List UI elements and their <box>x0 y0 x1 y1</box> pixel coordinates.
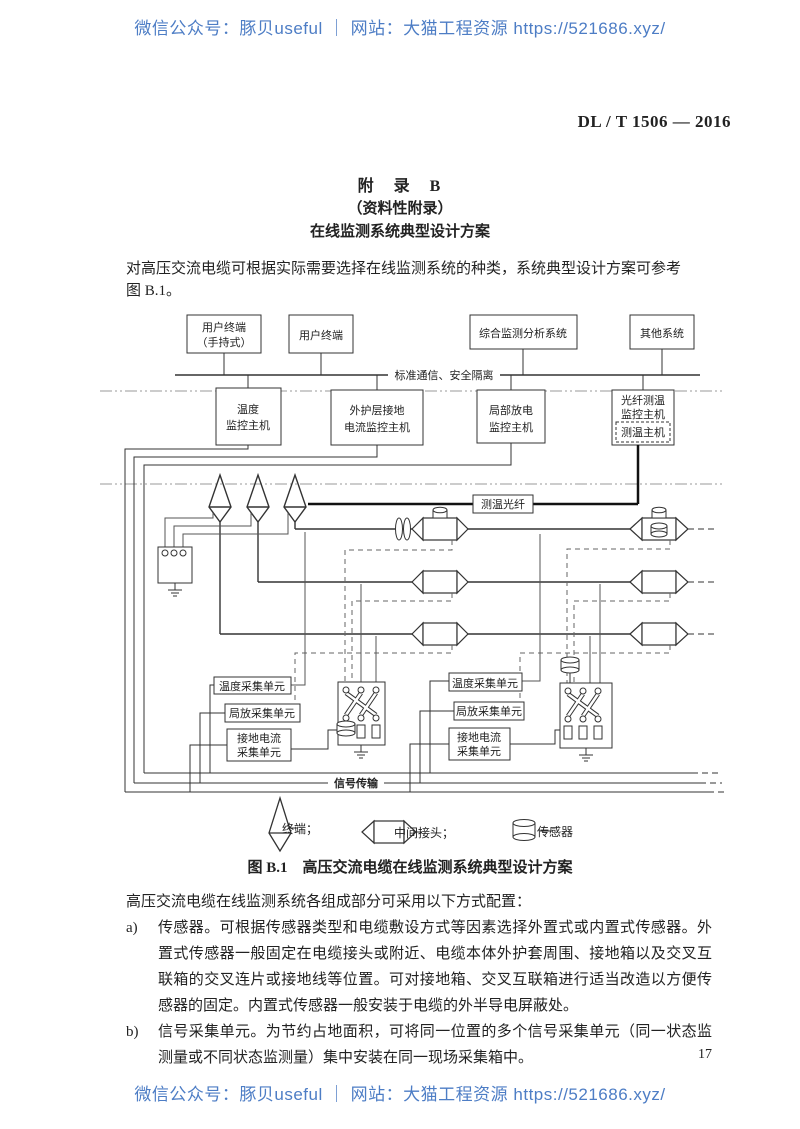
diagram-svg: 用户终端 （手持式） 用户终端 综合监测分析系统 其他系统 标准通信、安全隔离 … <box>100 314 725 853</box>
legend-sensor-icon <box>512 819 536 841</box>
sensor-in-joint <box>650 506 668 538</box>
ground-symbol-left-box <box>354 745 368 759</box>
body-text: 高压交流电缆在线监测系统各组成部分可采用以下方式配置： a) 传感器。可根据传感… <box>126 889 712 1071</box>
label-ground-unit-right-2: 采集单元 <box>457 744 501 758</box>
label-analysis-system: 综合监测分析系统 <box>479 326 567 340</box>
label-temp-unit-right: 温度采集单元 <box>452 676 518 690</box>
box-temp-unit-left <box>213 676 292 695</box>
watermark-top: 微信公众号：豚贝useful ｜ 网站：大猫工程资源 https://52168… <box>134 19 666 38</box>
box-ground-unit-right <box>448 727 511 761</box>
label-user-terminal: 用户终端 <box>299 328 343 342</box>
label-pd-unit-right: 局放采集单元 <box>456 704 522 718</box>
label-signal-bus: 信号传输 <box>334 776 379 790</box>
list-item-b: b) 信号采集单元。为节约占地面积，可将同一位置的多个信号采集单元（同一状态监测… <box>126 1019 712 1071</box>
appendix-subtitle: （资料性附录） <box>347 201 453 217</box>
sensor-on-joint <box>432 506 448 519</box>
legend-sensor-label: 传感器 <box>537 824 573 839</box>
label-fiber-inner-host: 测温主机 <box>621 425 665 439</box>
cross-links-left <box>342 686 381 739</box>
label-temp-host-1: 温度 <box>237 402 259 416</box>
label-ground-unit-left-2: 采集单元 <box>237 745 281 759</box>
legend-joint-icon <box>361 819 417 845</box>
legend-joint-label: 中间接头； <box>394 825 454 840</box>
page-number: 17 <box>698 1047 712 1062</box>
label-pd-host-2: 监控主机 <box>489 420 533 434</box>
list-item-a: a) 传感器。可根据传感器类型和电缆敷设方式等因素选择外置式或内置式传感器。外置… <box>126 915 712 1019</box>
label-pd-unit-left: 局放采集单元 <box>229 706 295 720</box>
fiber-line <box>308 445 640 506</box>
label-comm-bus: 标准通信、安全隔离 <box>395 368 494 382</box>
box-ground-unit-left <box>226 728 292 762</box>
label-temp-unit-left: 温度采集单元 <box>219 679 285 693</box>
box-fiber-host <box>611 389 675 446</box>
label-ground-unit-left-1: 接地电流 <box>237 731 281 745</box>
label-ground-unit-right-1: 接地电流 <box>457 730 501 744</box>
label-fiber: 测温光纤 <box>481 497 525 511</box>
mid-joints <box>411 516 469 647</box>
intro-paragraph: 对高压交流电缆可根据实际需要选择在线监测系统的种类，系统典型设计方案可参考图 B… <box>126 261 682 299</box>
appendix-title: 附 录 B <box>357 178 443 195</box>
box-pd-unit-right <box>453 701 525 721</box>
box-fiber-inner-host <box>615 421 671 443</box>
body-lead: 高压交流电缆在线监测系统各组成部分可采用以下方式配置： <box>126 894 532 910</box>
box-pd-unit-left <box>224 703 301 723</box>
label-other-system: 其他系统 <box>640 327 684 340</box>
list-item-a-text: 传感器。可根据传感器类型和电缆敷设方式等因素选择外置式或内置式传感器。外置式传感… <box>158 920 712 1014</box>
box-temp-host <box>215 387 282 446</box>
label-temp-host-2: 监控主机 <box>226 418 270 432</box>
fiber-label-box <box>472 494 534 514</box>
ring-sensor <box>395 517 411 541</box>
signal-bus-lines <box>125 772 724 793</box>
legend-terminal-label: 终端； <box>282 821 318 836</box>
system-diagram: 用户终端 （手持式） 用户终端 综合监测分析系统 其他系统 标准通信、安全隔离 … <box>100 300 725 885</box>
appendix-section-title: 在线监测系统典型设计方案 <box>309 224 490 240</box>
label-user-terminal-handheld-2: （手持式） <box>197 335 252 349</box>
label-fiber-host-2: 监控主机 <box>621 407 665 421</box>
label-sheath-host-2: 电流监控主机 <box>344 420 410 434</box>
label-user-terminal-handheld-1: 用户终端 <box>202 320 246 334</box>
ground-symbol <box>168 583 182 597</box>
sensor-cross-right <box>560 656 580 683</box>
watermark-bottom: 微信公众号：豚贝useful ｜ 网站：大猫工程资源 https://52168… <box>134 1085 666 1104</box>
label-fiber-host-1: 光纤测温 <box>621 393 665 407</box>
box-temp-unit-right <box>448 672 523 692</box>
label-sheath-host-1: 外护层接地 <box>350 403 405 417</box>
doc-number: DL / T 1506 — 2016 <box>577 112 731 131</box>
label-pd-host-1: 局部放电 <box>489 403 533 417</box>
figure-caption: 图 B.1 高压交流电缆在线监测系统典型设计方案 <box>247 860 573 876</box>
list-item-b-label: b) <box>126 1024 139 1040</box>
ground-symbol-right-box <box>579 748 593 762</box>
list-item-a-label: a) <box>126 920 138 936</box>
sensor-cross-left <box>336 720 356 737</box>
cross-links-right <box>563 687 603 740</box>
box-sheath-host <box>330 389 424 446</box>
legend-terminal-icon <box>268 795 292 853</box>
list-item-b-text: 信号采集单元。为节约占地面积，可将同一位置的多个信号采集单元（同一状态监测量或不… <box>158 1024 712 1066</box>
grounding-box <box>157 546 193 584</box>
